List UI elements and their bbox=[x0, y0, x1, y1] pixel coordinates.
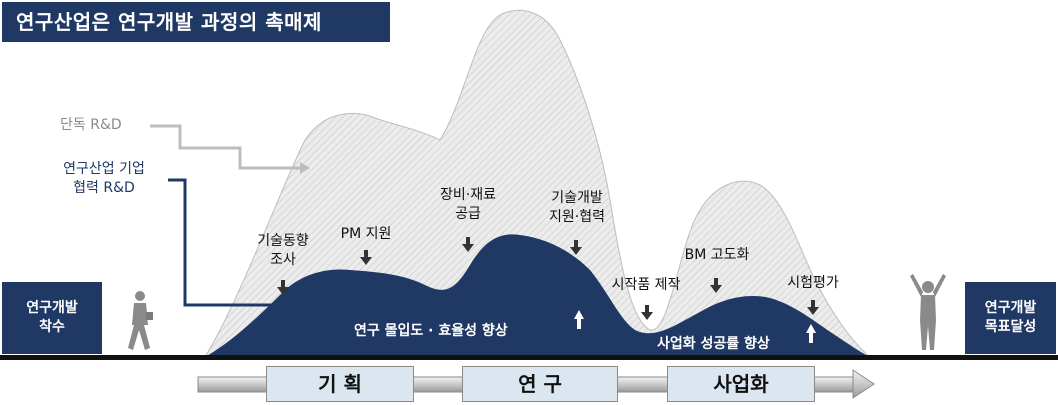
success-up-arrow bbox=[806, 324, 816, 343]
efficiency-text: 연구 몰입도 · 효율성 향상 bbox=[354, 323, 508, 339]
step-pm-support: PM 지원 bbox=[340, 226, 392, 242]
collab-rd-connector bbox=[168, 178, 278, 307]
ground-line bbox=[0, 355, 1058, 360]
step-arrow-tech-trend bbox=[277, 280, 289, 295]
page-title: 연구산업은 연구개발 과정의 촉매제 bbox=[2, 2, 390, 42]
start-box: 연구개발 착수 bbox=[2, 282, 102, 354]
solo-rd-connector-arrowhead bbox=[300, 162, 310, 174]
efficiency-up-arrow bbox=[574, 310, 584, 329]
step-arrow-equipment bbox=[462, 237, 474, 252]
success-text: 사업화 성공률 향상 bbox=[657, 336, 770, 352]
step-arrow-tech-dev bbox=[570, 240, 582, 255]
collab-rd-connector-arrowhead bbox=[278, 299, 289, 311]
solo-rd-mountain bbox=[204, 9, 872, 358]
step-arrow-pm-support bbox=[360, 250, 372, 265]
celebrating-person-icon bbox=[910, 274, 946, 350]
solo-rd-connector bbox=[150, 124, 300, 170]
phase-planning: 기 획 bbox=[266, 366, 414, 402]
phase-commercialization: 사업화 bbox=[667, 366, 815, 402]
step-arrow-bm bbox=[710, 278, 722, 293]
step-tech-trend: 기술동향 조사 bbox=[257, 233, 309, 268]
step-arrow-prototype bbox=[641, 305, 653, 320]
step-equipment: 장비·재료 공급 bbox=[440, 187, 496, 222]
legend-collab-rd: 연구산업 기업 협력 R&D bbox=[63, 161, 145, 196]
phase-research: 연 구 bbox=[462, 366, 618, 402]
collab-rd-mountain bbox=[205, 234, 870, 357]
step-arrow-test-eval bbox=[807, 300, 819, 315]
legend-solo-rd: 단독 R&D bbox=[60, 117, 122, 133]
end-box: 연구개발 목표달성 bbox=[965, 282, 1056, 354]
step-tech-dev: 기술개발 지원·협력 bbox=[549, 190, 605, 225]
step-bm: BM 고도화 bbox=[684, 247, 750, 263]
step-prototype: 시작품 제작 bbox=[611, 277, 681, 293]
walking-person-icon bbox=[128, 291, 153, 350]
step-test-eval: 시험평가 bbox=[787, 275, 839, 291]
